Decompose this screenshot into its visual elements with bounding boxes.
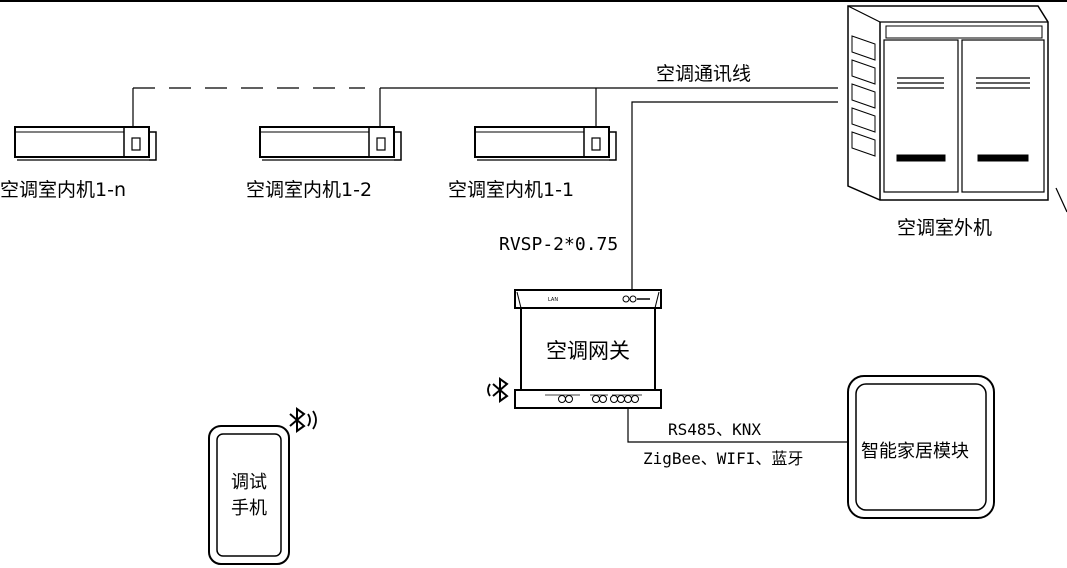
debug-phone (208, 425, 290, 565)
smart-home-label: 智能家居模块 (861, 441, 969, 462)
svg-text:LAN: LAN (548, 297, 558, 303)
indoor-unit-12 (259, 126, 402, 161)
rvsp-line (631, 101, 838, 290)
gateway-device: LAN (514, 289, 662, 409)
gateway-label: 空调网关 (546, 339, 630, 363)
indoor-unit-1n-label: 空调室内机1-n (0, 179, 126, 201)
protocols-line1: RS485、KNX (668, 420, 761, 439)
phone-label-line1: 调试 (231, 472, 267, 493)
indoor-unit-11 (474, 126, 617, 161)
outdoor-unit (847, 5, 1049, 201)
indoor-unit-12-label: 空调室内机1-2 (246, 179, 372, 201)
comm-line-label: 空调通讯线 (656, 63, 751, 85)
comm-line (132, 87, 838, 127)
phone-label-line2: 手机 (231, 498, 267, 519)
indoor-unit-1n (14, 126, 157, 161)
indoor-unit-11-label: 空调室内机1-1 (448, 179, 574, 201)
bluetooth-icon (487, 377, 509, 403)
outdoor-unit-label: 空调室外机 (897, 217, 992, 239)
smart-home-module (847, 375, 995, 519)
smart-home-link (627, 408, 848, 443)
bluetooth-icon (289, 407, 317, 433)
cable-label: RVSP-2*0.75 (499, 234, 618, 255)
protocols-line2: ZigBee、WIFI、蓝牙 (643, 449, 803, 468)
